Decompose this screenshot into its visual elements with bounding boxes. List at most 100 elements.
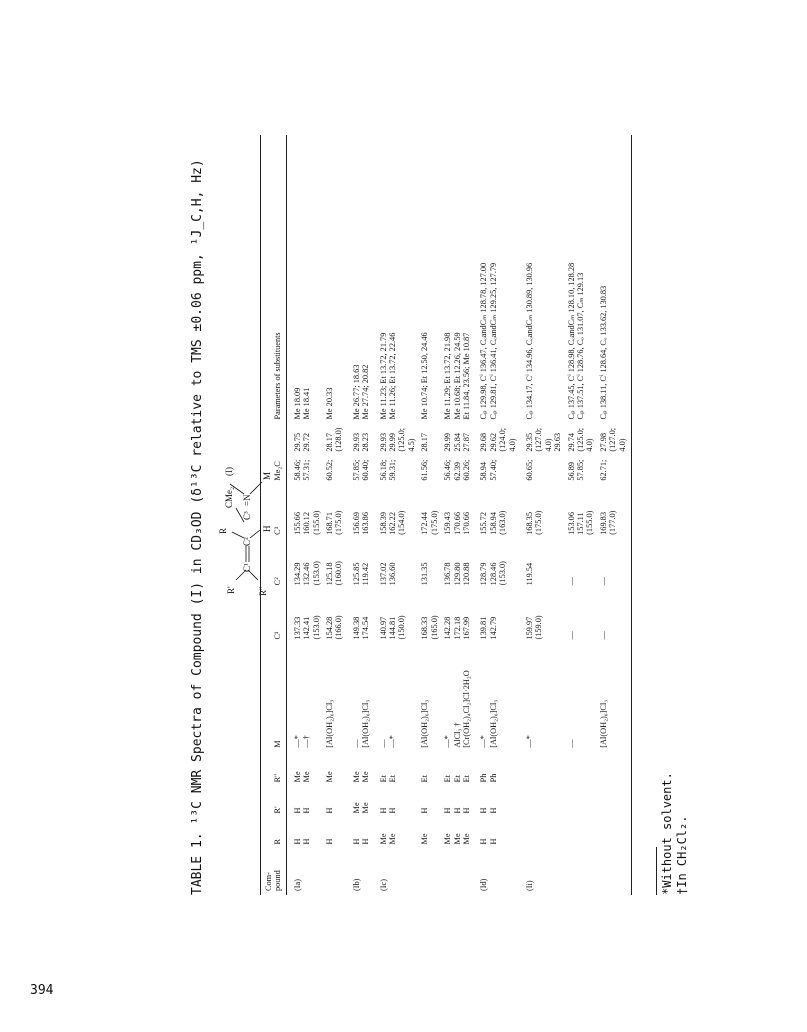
table-cell: 159.43 170.66 170.66 — [443, 512, 471, 535]
table-cell: 125.18 (160.0) — [325, 561, 344, 586]
table-cell: 142.28 172.18 167.99 — [443, 616, 471, 640]
footnote-without-solvent: *Without solvent. — [660, 772, 674, 895]
table-cell: 158.39 162.22 (154.0) — [378, 510, 407, 535]
structure-label-c3: C³ — [242, 511, 252, 520]
table-cell: 28.17 — [420, 432, 430, 452]
table-cell: 56.89 57.85; — [566, 459, 585, 481]
header-me2c: Me₂C — [260, 423, 287, 485]
table-row: ———153.06 157.11 (155.0)56.89 57.85;29.7… — [565, 135, 597, 895]
table-cell — [596, 751, 632, 787]
table-cell: (Ic) — [378, 879, 388, 891]
table-cell: — — [566, 631, 576, 640]
table-cell: H H — [378, 807, 398, 814]
table-cell: 119.54 — [524, 562, 534, 586]
table-cell: (Ib) — [351, 878, 361, 891]
table-cell — [418, 848, 441, 895]
table-cell: [Al(OH₂)₆]Cl₃ — [596, 643, 632, 752]
header-parameters: Parameters of substituents — [260, 135, 287, 424]
table-cell: — [Al(OH₂)₆]Cl₃ — [351, 699, 371, 748]
table-cell — [519, 752, 565, 787]
header-m: M — [260, 643, 287, 752]
rotated-page-content: TABLE 1. ¹³C NMR Spectra of Compound (I)… — [186, 135, 786, 895]
table-cell: Me Me — [378, 833, 398, 845]
table-cell: Me 10.74; Et 12.50, 24.46 — [420, 332, 430, 420]
table-cell — [519, 817, 565, 848]
page-number: 394 — [30, 983, 54, 998]
table-cell: 149.38 174.54 — [351, 616, 371, 640]
table-cell: (Ii) — [524, 880, 534, 891]
table-cell: 56.18; 59.31; — [378, 459, 398, 481]
table-cell: —* — [524, 735, 534, 748]
table-cell: (Id) — [479, 878, 489, 891]
table-cell: Me — [420, 833, 430, 845]
table-cell: 61.56; — [420, 459, 430, 481]
table-cell: Me — [325, 771, 335, 783]
table-cell: 172.44 (175.0) — [420, 510, 439, 535]
table-cell: H H — [479, 838, 498, 845]
table-cell: — — [566, 577, 576, 586]
header-r1: R' — [260, 786, 287, 818]
table-cell: —* —† — [292, 735, 312, 748]
table-cell: H — [325, 807, 335, 814]
table-cell: 58.46; 57.31; — [292, 459, 312, 481]
table-cell — [596, 848, 632, 895]
table-cell: H — [325, 838, 335, 845]
table-cell — [323, 848, 346, 895]
structure-label-n: =N — [242, 494, 252, 506]
table-cell: (Ia) — [292, 879, 302, 891]
table-cell — [596, 817, 632, 849]
table-cell: 168.35 (175.0) — [524, 510, 544, 535]
table-cell: Me Me — [292, 771, 312, 783]
table-cell: 29.93 29.99 (125.0; 4.5) — [378, 427, 416, 452]
table-cell: 57.85; 60.40; — [351, 459, 371, 481]
table-cell: H H H — [443, 807, 471, 814]
table-cell: Cₚ 129.98, Cⁱ 136.47, CₒandCₘ 128.78, 12… — [479, 262, 498, 420]
table-cell: 29.74 (125.0; 4.0) — [566, 427, 595, 452]
table-cell: 134.29 132.46 (153.0) — [292, 561, 321, 586]
structure-label-r: R — [218, 527, 228, 534]
table-cell: — — [596, 538, 632, 590]
table-caption: TABLE 1. ¹³C NMR Spectra of Compound (I)… — [190, 159, 205, 895]
table-cell: Me 18.09 Me 18.41 — [292, 387, 312, 420]
structure-label-c1: C¹ — [242, 563, 252, 572]
table-cell: Ph Ph — [479, 773, 498, 783]
table-cell: Cₚ 134.17, Cⁱ 134.96, CₒandCₘ 130.89, 13… — [524, 262, 534, 420]
footnotes: *Without solvent. †In CH₂Cl₂. — [656, 772, 690, 895]
table-cell: 60.52; — [325, 459, 335, 481]
header-r: R — [260, 817, 287, 849]
table-cell: Cₚ 138.11, Cⁱ 128.64, Cₒ 133.62, 130.83 — [596, 135, 632, 424]
structure-label-cme2: CMe₂ — [224, 486, 234, 508]
table-cell: 139.81 142.79 — [479, 616, 498, 640]
table-cell: Me 11.29; Et 13.72, 21.98 Me 10.68; Et 1… — [443, 332, 471, 420]
table-cell: 125.85 119.42 — [351, 562, 371, 586]
table-row: (Ii) —* 159.97 (159.0) 119.54 168.35 (175.0)… — [519, 135, 565, 895]
table-cell: H H — [292, 838, 312, 845]
table-cell: 29.93 28.23 — [351, 432, 371, 452]
header-c1: C¹ — [260, 589, 287, 644]
table-cell: Et Et Et — [443, 775, 471, 783]
table-cell: Me Me — [351, 771, 371, 783]
table-cell: Et Et — [378, 775, 398, 783]
table-cell: 155.72 158.94 (163.0) — [479, 510, 508, 535]
table-cell: — — [596, 589, 632, 644]
table-cell — [565, 752, 597, 787]
table-cell — [565, 848, 597, 895]
table-cell: Cₚ 137.45, Cⁱ 128.98, CₒandCₘ 128.10, 12… — [566, 262, 585, 420]
table-cell: H H — [479, 807, 498, 814]
table-cell: 62.71; — [596, 455, 632, 485]
footnote-rule — [656, 847, 657, 895]
table-cell: 137.02 136.60 — [378, 562, 398, 586]
table-cell: 137.33 142.41 (153.0) — [292, 615, 321, 640]
header-compound: Com- pound — [260, 848, 287, 895]
table-cell: 29.35 (127.0; 4.0) 29.63 — [524, 427, 563, 452]
table-cell: 27.98 (127.0; 4.0) — [596, 423, 632, 456]
table-cell: 131.35 — [420, 562, 430, 586]
table-cell: 159.97 (159.0) — [524, 615, 544, 640]
structure-label-r1: R' — [226, 586, 236, 594]
table-cell: — — [566, 739, 576, 748]
